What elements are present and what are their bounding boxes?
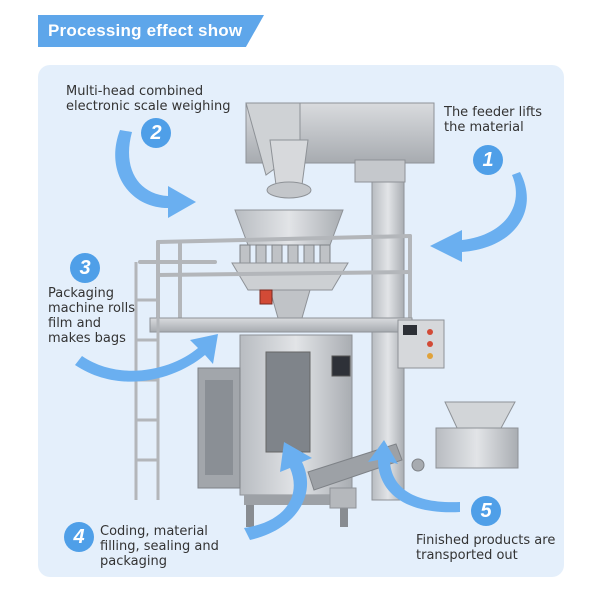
step-2-badge: 2 bbox=[141, 118, 171, 148]
step-1-label: The feeder lifts the material bbox=[444, 105, 543, 135]
arrow-step-2 bbox=[115, 130, 196, 218]
platform-deck bbox=[149, 317, 413, 333]
bottom-feed-hopper bbox=[411, 401, 519, 472]
step-5-label: Finished products are transported out bbox=[416, 533, 556, 563]
step-4-label: Coding, material filling, sealing and pa… bbox=[100, 524, 219, 569]
section-title: Processing effect show bbox=[48, 21, 243, 40]
step-3-label: Packaging machine rolls film and makes b… bbox=[48, 286, 136, 346]
arrow-step-5 bbox=[368, 440, 460, 513]
step-3-badge: 3 bbox=[70, 253, 100, 283]
step-2-label: Multi-head combined electronic scale wei… bbox=[66, 84, 231, 114]
multihead-weigher bbox=[231, 139, 349, 326]
arrow-step-4 bbox=[244, 442, 312, 540]
section-header-banner: Processing effect show bbox=[38, 15, 264, 47]
flow-arrows bbox=[75, 130, 527, 540]
arrow-step-1 bbox=[430, 172, 527, 262]
step-4-badge: 4 bbox=[64, 522, 94, 552]
step-1-badge: 1 bbox=[473, 145, 503, 175]
arrow-step-3 bbox=[75, 334, 218, 382]
step-5-badge: 5 bbox=[471, 496, 501, 526]
control-panel bbox=[397, 319, 445, 369]
work-platform bbox=[138, 234, 412, 322]
